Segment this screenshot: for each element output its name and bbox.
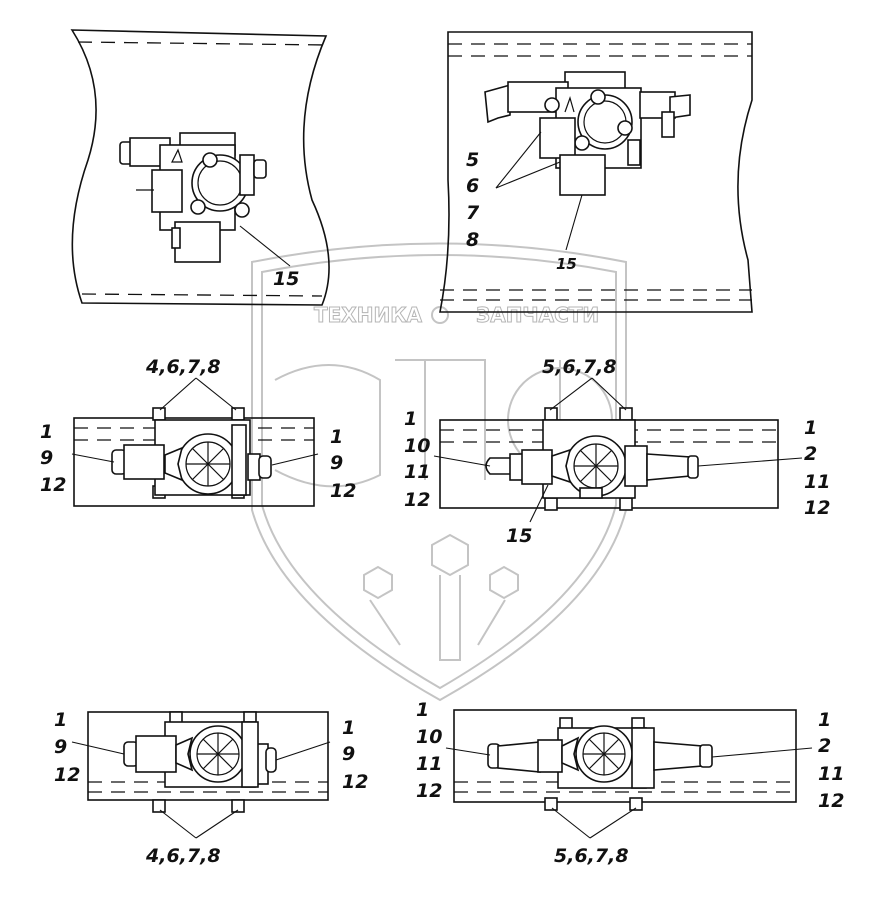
callout-label: 5,6,7,8: [554, 845, 629, 867]
view-bottom-right: 1 10 11 12 1 2 11 12 5,6,7,8: [416, 699, 844, 867]
callout-label: 9: [54, 736, 67, 758]
view-middle-left: 4,6,7,8 1 9 12 1 9 12: [40, 356, 356, 507]
view-middle-right: 5,6,7,8 1 10 11 12 15 1 2 11 12: [404, 356, 830, 547]
watermark-word-left: ТЕХНИКА: [314, 303, 423, 327]
callout-label: 15: [273, 268, 299, 290]
callout-label: 8: [466, 229, 479, 251]
valve-assembly: [487, 717, 713, 811]
callout-label: 1: [804, 417, 817, 439]
frame-rail: [439, 31, 753, 313]
callout-label: 1: [330, 426, 343, 448]
callout-label: 2: [804, 443, 817, 465]
callout-label: 11: [818, 763, 844, 785]
callout-label: 1: [404, 408, 417, 430]
callout-label: 15: [506, 525, 532, 547]
callout-label: 11: [804, 471, 830, 493]
callout-label: 6: [466, 175, 479, 197]
callout-label: 11: [404, 461, 430, 483]
callout-label: 5: [466, 149, 479, 171]
frame-rail: [453, 709, 797, 803]
callout-label: 2: [818, 735, 831, 757]
callout-label: 15: [556, 255, 577, 273]
callout-label: 1: [342, 717, 355, 739]
view-top-left: 15: [70, 29, 330, 306]
callout-label: 7: [466, 202, 480, 224]
callout-label: 1: [416, 699, 429, 721]
callout-label: 4,6,7,8: [145, 845, 221, 867]
frame-rail: [73, 417, 315, 507]
callout-label: 1: [54, 709, 67, 731]
valve-assembly: [123, 711, 277, 813]
view-top-right: 5 6 7 8 15: [439, 31, 753, 313]
callout-label: 10: [416, 726, 442, 748]
callout-label: 12: [416, 780, 442, 802]
view-bottom-left: 1 9 12 1 9 12 4,6,7,8: [54, 709, 368, 867]
valve-assembly: [485, 407, 699, 511]
valve-assembly: [484, 71, 691, 196]
callout-label: 5,6,7,8: [542, 356, 617, 378]
callout-label: 12: [342, 771, 368, 793]
callout-label: 12: [40, 474, 66, 496]
callout-label: 12: [404, 489, 430, 511]
watermark-word-right: ЗАПЧАСТИ: [476, 303, 599, 327]
callout-label: 9: [40, 447, 53, 469]
frame-rail: [87, 711, 329, 801]
callout-label: 9: [342, 743, 355, 765]
frame-rail: [70, 29, 330, 306]
callout-label: 4,6,7,8: [145, 356, 221, 378]
callout-label: 1: [40, 421, 53, 443]
callout-label: 1: [818, 709, 831, 731]
valve-assembly: [119, 132, 267, 263]
callout-label: 12: [804, 497, 830, 519]
callout-label: 10: [404, 435, 430, 457]
callout-label: 9: [330, 452, 343, 474]
callout-label: 11: [416, 753, 442, 775]
valve-assembly: [111, 407, 272, 499]
callout-label: 12: [330, 480, 356, 502]
callout-label: 12: [818, 790, 844, 812]
callout-label: 12: [54, 764, 80, 786]
